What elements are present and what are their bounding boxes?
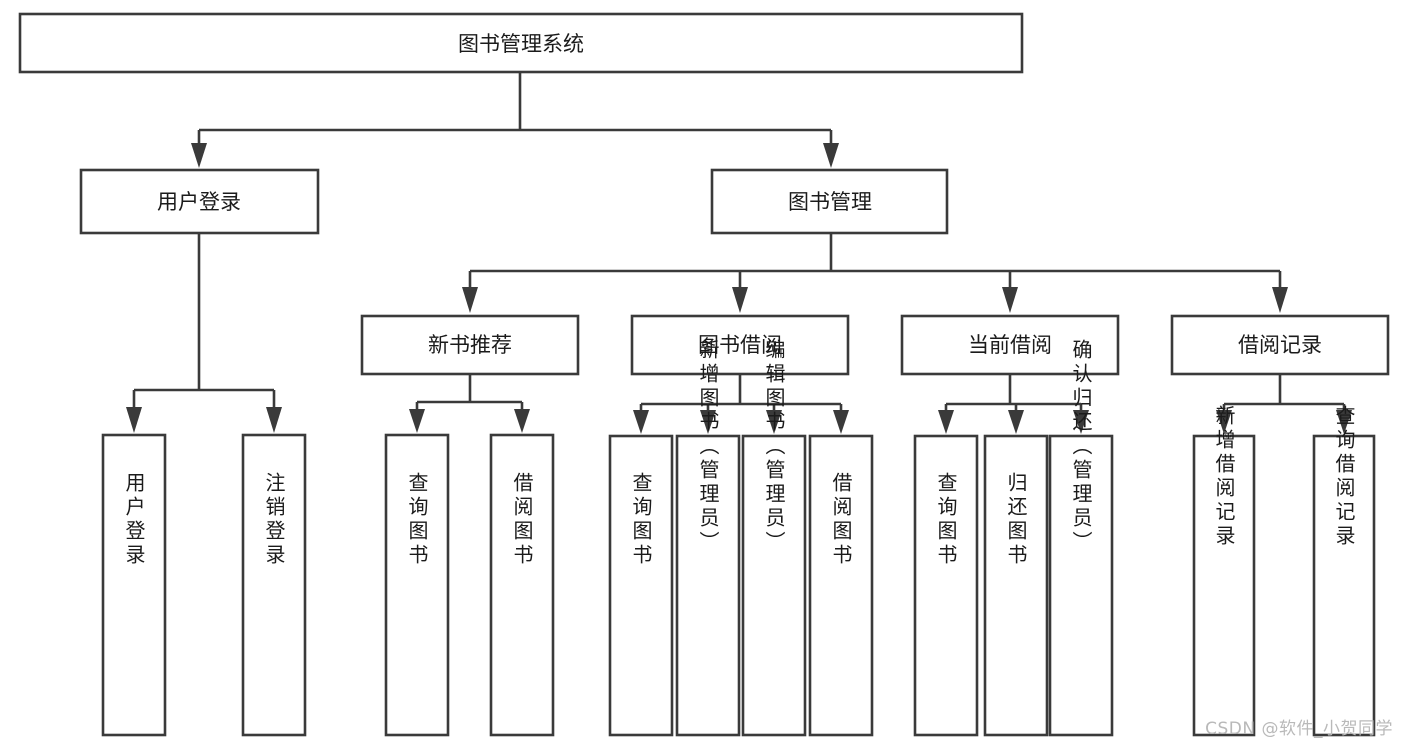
arrow-to-user-login-icon bbox=[191, 143, 207, 168]
node-leaf-query-book-1-label: 查询图书 bbox=[405, 472, 429, 568]
node-leaf-borrow-book-2[interactable]: 借阅图书 bbox=[808, 434, 874, 737]
node-current-borrow[interactable]: 当前借阅 bbox=[900, 314, 1120, 376]
node-borrow-record[interactable]: 借阅记录 bbox=[1170, 314, 1390, 376]
node-leaf-return-book[interactable]: 归还图书 bbox=[983, 434, 1049, 737]
arrow-to-leaf-borrow-book-2-icon bbox=[833, 410, 849, 434]
node-leaf-return-book-box[interactable] bbox=[983, 434, 1049, 737]
connector-group-user-login bbox=[126, 233, 282, 433]
arrow-to-borrow-record-icon bbox=[1272, 287, 1288, 313]
arrow-to-leaf-borrow-book-1-icon bbox=[514, 409, 530, 433]
node-new-book-rec-label: 新书推荐 bbox=[428, 333, 512, 357]
connector-group-current-borrow bbox=[938, 374, 1089, 434]
node-leaf-query-record-label: 查询借阅记录 bbox=[1332, 405, 1356, 549]
node-root-label: 图书管理系统 bbox=[458, 32, 584, 56]
node-leaf-borrow-book-2-label: 借阅图书 bbox=[829, 472, 853, 568]
node-leaf-borrow-book-1-label: 借阅图书 bbox=[510, 472, 534, 568]
node-user-login[interactable]: 用户登录 bbox=[79, 168, 320, 235]
connector-group-book-borrow bbox=[633, 374, 849, 434]
node-leaf-add-record-box[interactable] bbox=[1192, 434, 1256, 737]
node-book-borrow-box[interactable] bbox=[630, 314, 850, 376]
arrow-to-leaf-add-book-icon bbox=[700, 410, 716, 434]
node-book-manage[interactable]: 图书管理 bbox=[710, 168, 949, 235]
node-root[interactable]: 图书管理系统 bbox=[18, 12, 1024, 74]
connector-group-borrow-record bbox=[1216, 374, 1352, 434]
node-leaf-logout-login-box[interactable] bbox=[241, 433, 307, 737]
node-leaf-confirm-return-box[interactable] bbox=[1048, 434, 1114, 737]
node-leaf-query-book-2-label: 查询图书 bbox=[629, 472, 653, 568]
node-leaf-user-login[interactable]: 用户登录 bbox=[101, 433, 167, 737]
node-leaf-logout-login-label: 注销登录 bbox=[262, 472, 286, 568]
node-leaf-add-record-label: 新增借阅记录 bbox=[1212, 405, 1236, 549]
csdn-watermark: CSDN @软件_小贺同学 bbox=[1205, 719, 1393, 739]
arrow-to-book-borrow-icon bbox=[732, 287, 748, 313]
node-leaf-add-book-label: 新增图书（管理员） bbox=[696, 339, 720, 555]
arrow-to-leaf-user-login-icon bbox=[126, 407, 142, 433]
node-leaf-query-book-2[interactable]: 查询图书 bbox=[608, 434, 674, 737]
node-leaf-edit-book[interactable]: 编辑图书（管理员） bbox=[741, 339, 807, 737]
node-leaf-add-record[interactable]: 新增借阅记录 bbox=[1192, 405, 1256, 737]
node-leaf-confirm-return-label: 确认归还（管理员） bbox=[1069, 339, 1093, 555]
connector-group-root bbox=[191, 72, 839, 168]
arrow-to-leaf-return-book-icon bbox=[1008, 410, 1024, 434]
node-leaf-add-book[interactable]: 新增图书（管理员） bbox=[675, 339, 741, 737]
arrow-to-leaf-query-record-icon bbox=[1336, 410, 1352, 434]
node-leaf-query-book-3[interactable]: 查询图书 bbox=[913, 434, 979, 737]
arrow-to-leaf-query-book-3-icon bbox=[938, 410, 954, 434]
arrow-to-leaf-add-record-icon bbox=[1216, 410, 1232, 434]
node-current-borrow-label: 当前借阅 bbox=[968, 333, 1052, 357]
arrow-to-new-book-rec-icon bbox=[462, 287, 478, 313]
arrow-to-leaf-edit-book-icon bbox=[766, 410, 782, 434]
node-leaf-borrow-book-1[interactable]: 借阅图书 bbox=[489, 433, 555, 737]
node-leaf-borrow-book-1-box[interactable] bbox=[489, 433, 555, 737]
node-leaf-query-book-3-label: 查询图书 bbox=[934, 472, 958, 568]
node-leaf-query-book-1-box[interactable] bbox=[384, 433, 450, 737]
node-new-book-rec[interactable]: 新书推荐 bbox=[360, 314, 580, 376]
connector-group-book-manage bbox=[462, 233, 1288, 313]
arrow-to-leaf-logout-icon bbox=[266, 407, 282, 433]
node-book-borrow-label: 图书借阅 bbox=[698, 333, 782, 357]
node-leaf-confirm-return[interactable]: 确认归还（管理员） bbox=[1048, 339, 1114, 737]
node-leaf-query-book-2-box[interactable] bbox=[608, 434, 674, 737]
node-leaf-edit-book-box[interactable] bbox=[741, 434, 807, 737]
node-leaf-query-book-1[interactable]: 查询图书 bbox=[384, 433, 450, 737]
arrow-to-leaf-query-book-2-icon bbox=[633, 410, 649, 434]
node-leaf-edit-book-label: 编辑图书（管理员） bbox=[762, 339, 786, 555]
node-leaf-user-login-box[interactable] bbox=[101, 433, 167, 737]
node-user-login-label: 用户登录 bbox=[157, 190, 241, 214]
node-leaf-add-book-box[interactable] bbox=[675, 434, 741, 737]
node-book-manage-box[interactable] bbox=[710, 168, 949, 235]
node-leaf-query-record-box[interactable] bbox=[1312, 434, 1376, 737]
arrow-to-leaf-confirm-return-icon bbox=[1073, 410, 1089, 434]
node-leaf-borrow-book-2-box[interactable] bbox=[808, 434, 874, 737]
node-current-borrow-box[interactable] bbox=[900, 314, 1120, 376]
node-user-login-box[interactable] bbox=[79, 168, 320, 235]
node-leaf-query-book-3-box[interactable] bbox=[913, 434, 979, 737]
arrow-to-current-borrow-icon bbox=[1002, 287, 1018, 313]
connector-group-new-book-rec bbox=[409, 374, 530, 433]
node-root-box[interactable] bbox=[18, 12, 1024, 74]
node-leaf-query-record[interactable]: 查询借阅记录 bbox=[1312, 405, 1376, 737]
node-book-borrow[interactable]: 图书借阅 bbox=[630, 314, 850, 376]
arrow-to-book-manage-icon bbox=[823, 143, 839, 168]
node-borrow-record-label: 借阅记录 bbox=[1238, 333, 1322, 357]
node-leaf-user-login-label: 用户登录 bbox=[122, 472, 146, 568]
node-leaf-logout-login[interactable]: 注销登录 bbox=[241, 433, 307, 737]
node-new-book-rec-box[interactable] bbox=[360, 314, 580, 376]
arrow-to-leaf-query-book-1-icon bbox=[409, 409, 425, 433]
node-leaf-return-book-label: 归还图书 bbox=[1004, 472, 1028, 568]
node-book-manage-label: 图书管理 bbox=[788, 190, 872, 214]
node-borrow-record-box[interactable] bbox=[1170, 314, 1390, 376]
